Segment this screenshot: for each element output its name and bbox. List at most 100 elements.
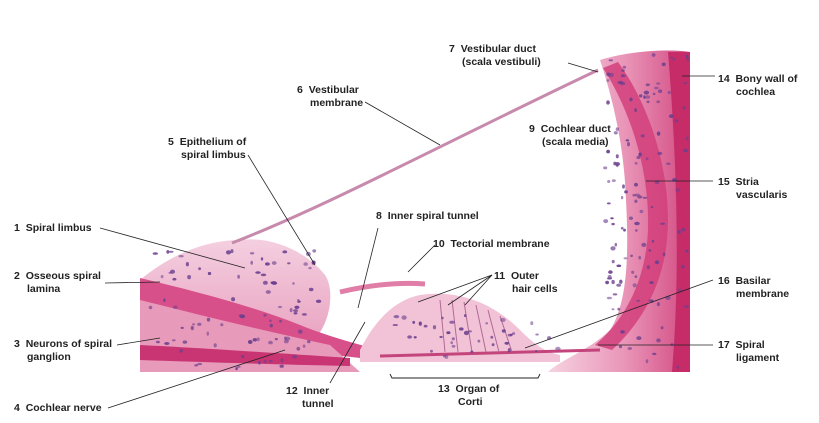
nucleus [296, 346, 301, 351]
nucleus [262, 280, 268, 285]
nucleus [640, 134, 645, 138]
label-11-text-line2: hair cells [512, 283, 558, 295]
nucleus [163, 298, 166, 302]
nucleus [683, 305, 690, 308]
nucleus [610, 246, 616, 251]
nucleus [627, 347, 632, 350]
nucleus [681, 264, 685, 269]
nucleus [639, 209, 644, 214]
nucleus [192, 323, 196, 326]
nucleus [268, 340, 273, 345]
nucleus [279, 319, 282, 323]
nucleus [485, 322, 489, 325]
nucleus [301, 313, 307, 316]
label-12-text-line1: Inner [303, 385, 330, 397]
nucleus [608, 270, 613, 274]
label-16-text-line2: membrane [736, 288, 790, 300]
label-5-text-line2: spiral limbus [181, 149, 246, 161]
nucleus [645, 95, 651, 99]
nucleus [634, 108, 637, 113]
nucleus [180, 326, 184, 329]
label-6-text-line1: Vestibular [308, 84, 359, 96]
label-14-text-line2: cochlea [736, 86, 776, 98]
nucleus [607, 180, 611, 183]
nucleus [648, 249, 652, 252]
nucleus [500, 317, 506, 322]
nucleus [271, 261, 277, 265]
label-14-text-line1: Bony wall of [735, 73, 798, 85]
nucleus [197, 322, 202, 326]
nucleus [464, 314, 467, 318]
nucleus [611, 222, 615, 226]
nucleus [265, 262, 270, 266]
nucleus [430, 349, 433, 353]
label-11: 11 Outer hair cells [494, 270, 558, 295]
label-17-text-line1: Spiral [735, 339, 765, 351]
nucleus [619, 345, 622, 349]
nucleus [269, 319, 272, 323]
nucleus [603, 166, 608, 170]
nucleus [634, 199, 638, 203]
label-15: 15 Stria vascularis [718, 176, 788, 201]
nucleus [635, 229, 638, 232]
nucleus [660, 326, 664, 330]
nucleus [646, 265, 651, 270]
nucleus [660, 222, 665, 225]
label-4-text: Cochlear nerve [25, 402, 102, 414]
nucleus [432, 325, 437, 330]
nucleus [444, 354, 449, 359]
label-10-text: Tectorial membrane [450, 238, 550, 250]
nucleus [185, 262, 189, 267]
nucleus [501, 329, 506, 333]
nucleus [614, 162, 621, 166]
nucleus [603, 219, 609, 224]
label-7: 7 Vestibular duct (scala vestibuli) [449, 43, 541, 68]
nucleus [449, 320, 455, 324]
nucleus [622, 74, 626, 78]
nucleus [439, 335, 443, 339]
nucleus [656, 131, 661, 136]
bony-wall [668, 52, 690, 372]
nucleus [451, 344, 456, 348]
nucleus [207, 271, 212, 276]
nucleus [270, 281, 277, 285]
nucleus [662, 252, 666, 257]
label-17-text-line2: ligament [736, 352, 780, 364]
nucleus [278, 305, 282, 309]
nucleus [658, 89, 663, 93]
nucleus [206, 331, 209, 336]
nucleus [470, 350, 474, 353]
label-13: 13 Organ of Corti [438, 383, 500, 408]
nucleus [619, 279, 623, 284]
nucleus [606, 149, 610, 154]
nucleus [507, 348, 511, 353]
label-6-text-line2: membrane [310, 97, 364, 109]
label-13-text-line1: Organ of [455, 383, 500, 395]
nucleus [638, 152, 642, 157]
nucleus [235, 367, 238, 371]
nucleus [617, 307, 621, 311]
nucleus [645, 359, 649, 364]
label-10: 10 Tectorial membrane [433, 238, 550, 250]
nucleus [676, 365, 680, 369]
nucleus [685, 54, 689, 59]
nucleus [627, 142, 630, 147]
nucleus [172, 277, 177, 281]
nucleus [315, 299, 322, 303]
label-15-text-line2: vascularis [736, 189, 788, 201]
nucleus [681, 227, 686, 232]
nucleus [297, 299, 300, 303]
nucleus [636, 336, 642, 340]
label-2-text-line2: lamina [27, 283, 61, 295]
nucleus [611, 308, 615, 311]
nucleus [656, 338, 661, 343]
nucleus [491, 343, 495, 347]
nucleus [152, 252, 158, 255]
nucleus [683, 148, 689, 153]
nucleus [530, 321, 534, 326]
nucleus [477, 339, 481, 343]
nucleus [645, 83, 650, 87]
nucleus [668, 114, 674, 119]
